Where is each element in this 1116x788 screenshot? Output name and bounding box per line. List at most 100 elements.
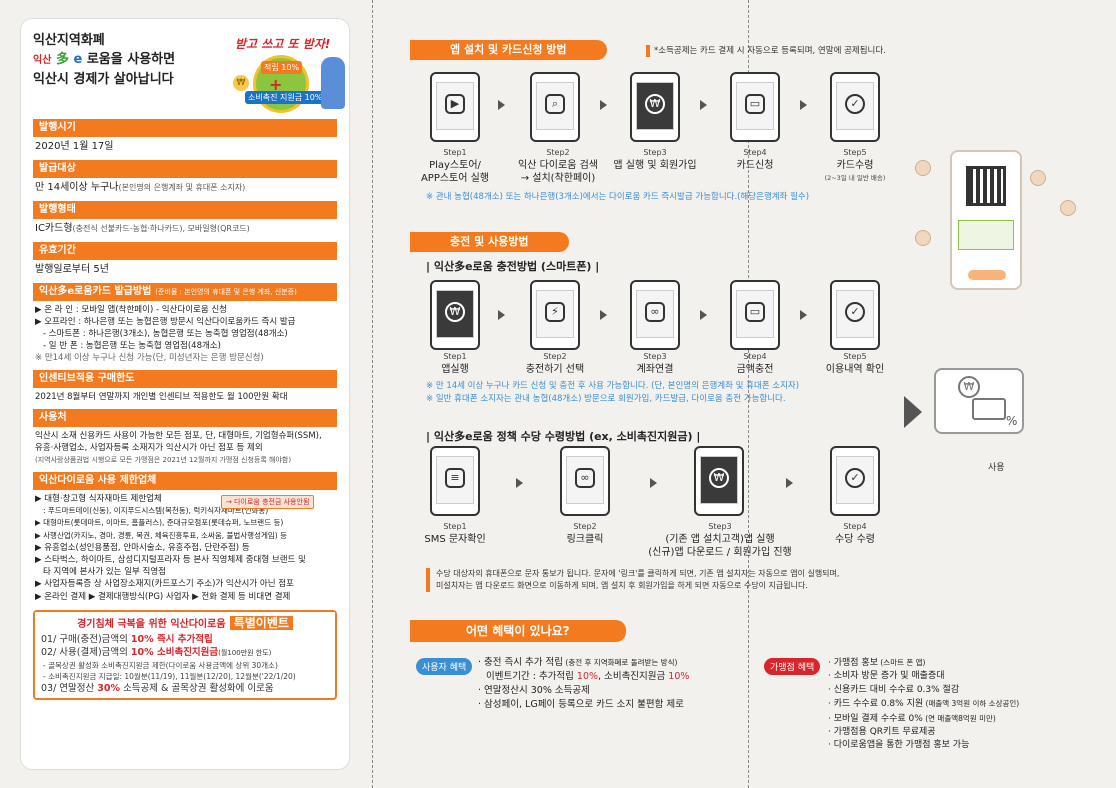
limit-line: ▶ 대형·창고형 식자재마트 제한업체: [35, 494, 162, 504]
charge-step3-phone: ∞: [630, 280, 680, 350]
fold-divider: [748, 0, 749, 788]
limit-line: 타 지역에 본사가 있는 일부 직영점: [43, 567, 166, 578]
limit-line: : 푸드마트데이(신동), 이지푸드시스템(목천동), 럭키식자재마트(인화동): [43, 506, 269, 516]
install-note-text: *소득공제는 카드 결제 시 자동으로 등록되며, 연말에 공제됩니다.: [654, 46, 886, 56]
left-info-panel: 익산지역화폐 익산 多 e 로움을 사용하면 익산시 경제가 살아납니다 받고 …: [20, 18, 350, 770]
step-text: 앱 실행 및 회원가입: [613, 160, 697, 171]
arrow-right-icon: [700, 310, 707, 320]
install-step3: Step3 앱 실행 및 회원가입: [610, 146, 700, 172]
limit-line: ▶ 사행산업(카지노, 경마, 경륜, 복권, 체육진흥투표, 소싸움, 불법사…: [35, 530, 287, 540]
section-use-header: 사용처: [33, 409, 337, 427]
brand-pre: 익산: [33, 55, 52, 66]
benefit-sub: (매출액 3억원 이하 소상공인): [923, 699, 1020, 709]
card-payment-illustration: ₩ %: [934, 368, 1024, 434]
card-illustration: [958, 220, 1014, 250]
benefit-line: · 신용카드 대비 수수료 0.3% 절감: [828, 684, 960, 695]
step-subtext: (2~3일 내 일반 배송): [824, 174, 886, 182]
event-line-hl: 10% 소비촉진지원금: [130, 646, 219, 658]
event-line: 03/ 연말정산 30% 소득공제 & 골목상권 활성화에 이로움: [35, 682, 335, 695]
plus-icon: +: [269, 75, 283, 94]
charge-subtitle: | 익산多e로움 충전방법 (스마트폰) |: [426, 260, 600, 273]
step-number: Step3: [643, 352, 667, 361]
badge-title: 받고 쓰고 또 받자!: [235, 37, 331, 51]
note-bar: [646, 44, 650, 57]
step-text: 이용내역 확인: [825, 364, 885, 375]
apply-line: - 스마트폰 : 하나은행(3개소), 농협은행 또는 농축협 영업점(48개소…: [43, 329, 288, 339]
step-number: Step2: [546, 148, 570, 157]
brand-mid: 多: [55, 52, 69, 67]
phone-screen: [566, 456, 604, 504]
policy-step3-phone: ₩: [694, 446, 744, 516]
section-apply-body: ▶ 온 라 인 : 모바일 앱(착한페이) - 익산다이로움 신청 ▶ 오프라인…: [33, 301, 337, 366]
percent-icon: %: [1006, 414, 1018, 428]
arrow-right-icon: [600, 100, 607, 110]
won-coin-icon: ₩: [233, 75, 249, 91]
policy-step1-phone: ≡: [430, 446, 480, 516]
use-sub: (지역사랑상품권법 시행으로 모든 가맹점은 2021년 12월까지 가맹점 신…: [35, 456, 292, 464]
install-step1-phone: ▶: [430, 72, 480, 142]
check-icon: ✓: [845, 468, 865, 488]
link-icon: ∞: [575, 468, 595, 488]
benefit-line: · 소비자 방문 증가 및 매출증대: [828, 671, 945, 682]
policy-step2: Step2 링크클릭: [540, 520, 630, 546]
step-number: Step3: [643, 148, 667, 157]
step-text: 카드신청: [736, 160, 774, 171]
battery-charge-icon: ⚡: [545, 302, 565, 322]
form-sub: (충전식 선불카드-농협·하나카드), 모바일형(QR코드): [72, 224, 250, 233]
use-line: 익산시 소재 신용카드 사용이 가능한 모든 점포, 단, 대형마트, 기업형슈…: [35, 431, 322, 441]
phone-screen: [736, 82, 774, 130]
benefits-title: 어떤 혜택이 있나요?: [410, 620, 626, 642]
badge-rate1: 적립 10%: [261, 61, 303, 74]
brand-block: 익산지역화폐 익산 多 e 로움을 사용하면 익산시 경제가 살아납니다 받고 …: [33, 31, 345, 115]
event-sub: - 소비촉진지원금 지급일: 10월분(11/19), 11월분(12/20),…: [43, 671, 296, 681]
policy-step4-phone: ✓: [830, 446, 880, 516]
arrow-right-icon: [650, 478, 657, 488]
benefit-sub: (충전 후 지역화폐로 돌려받는 방식): [563, 658, 678, 667]
event-line-pre: 02/ 사용(결제)금액의: [41, 646, 131, 658]
policy-step2-phone: ∞: [560, 446, 610, 516]
shop-benefit-tag: 가맹점 혜택: [764, 658, 821, 675]
charge-blue-note1: ※ 만 14세 이상 누구나 카드 신청 및 충전 후 사용 가능합니다. (단…: [426, 381, 800, 391]
section-target-header: 발급대상: [33, 160, 337, 178]
won-icon: ₩: [645, 94, 665, 114]
install-blue-note: ※ 관내 농협(48개소) 또는 하나은행(3개소)에서는 다이로움 카드 즉시…: [426, 192, 810, 202]
form-text: IC카드형: [35, 223, 73, 234]
limit-note-badge: → 다이로움 충전금 사용안됨: [221, 495, 315, 509]
phone-screen: [536, 290, 574, 338]
charge-step1-phone: ₩: [430, 280, 480, 350]
benefit-text: · 카드 수수료 0.8% 지원: [828, 699, 924, 710]
search-icon: ⌕: [545, 94, 565, 114]
section-incentive-body: 2021년 8월부터 연말까지 개인별 인센티브 적용한도 월 100만원 확대: [35, 392, 288, 402]
event-sub: - 골목상권 활성화 소비촉진지원금 제한(다이로움 사용금액에 상위 30개소…: [43, 660, 278, 670]
step-number: Step2: [543, 352, 567, 361]
step-number: Step5: [843, 148, 867, 157]
event-line3-hl: 30%: [97, 682, 121, 694]
benefit-line: · 삼성페이, LG페이 등록으로 카드 소지 불편함 제로: [478, 699, 684, 710]
apply-title: 익산多e로움카드 발급방법: [39, 286, 152, 297]
charge-step2-phone: ⚡: [530, 280, 580, 350]
install-step3-phone: ₩: [630, 72, 680, 142]
brand-line3: 익산시 경제가 살아납니다: [33, 72, 174, 87]
step-number: Step4: [743, 352, 767, 361]
step-text: 링크클릭: [566, 534, 604, 545]
qr-kiosk-illustration: [950, 150, 1022, 290]
apply-line: ▶ 온 라 인 : 모바일 앱(착한페이) - 익산다이로움 신청: [35, 305, 227, 315]
arrow-right-icon: [600, 310, 607, 320]
target-sub: (본인명의 은행계좌 및 휴대폰 소지자): [118, 183, 246, 192]
section-form-header: 발행형태: [33, 201, 337, 219]
step-text: 금액충전: [736, 364, 774, 375]
step-number: Step2: [573, 522, 597, 531]
charge-title: 충전 및 사용방법: [410, 232, 569, 252]
user-benefit-list: · 충전 즉시 추가 적립 (충전 후 지역화폐로 돌려받는 방식) 이벤트기간…: [478, 656, 689, 712]
event-line-pre: 01/ 구매(충전)금액의: [41, 633, 131, 645]
section-apply-header: 익산多e로움카드 발급방법(준비물 : 본인명의 휴대폰 및 은행 계좌, 신분…: [33, 283, 337, 301]
won-icon: ₩: [958, 376, 980, 398]
event-head-big: 특별이벤트: [229, 615, 293, 630]
install-step5-phone: ✓: [830, 72, 880, 142]
arrow-right-icon: [516, 478, 523, 488]
section-issue-date-header: 발행시기: [33, 119, 337, 137]
